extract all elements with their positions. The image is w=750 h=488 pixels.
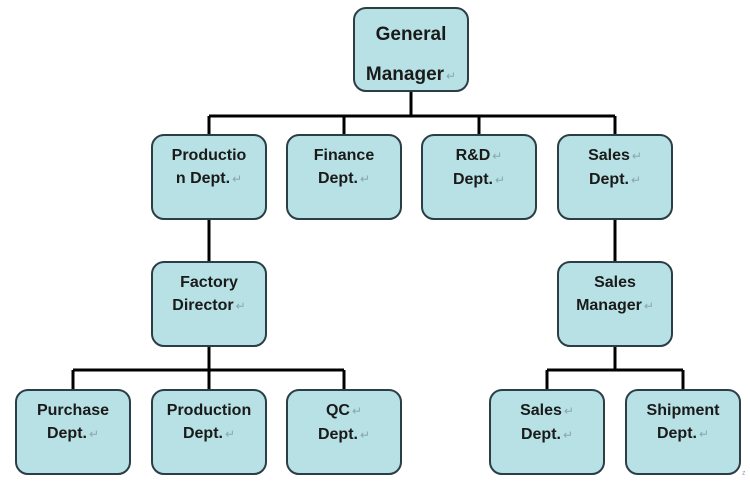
node-general-manager: General Manager↵: [353, 7, 469, 92]
line-break-mark: ↵: [224, 427, 236, 441]
node-line: Purchase: [36, 402, 110, 419]
line-break-mark: ↵: [359, 428, 371, 442]
node-line: Manager↵: [576, 297, 654, 314]
node-line: Dept.↵: [182, 425, 236, 442]
node-line: Shipment: [646, 402, 720, 419]
node-line: General: [375, 24, 447, 45]
node-sales-dept: Sales↵ Dept.↵: [557, 134, 673, 220]
node-production-dept-2: Production Dept.↵: [151, 389, 267, 475]
node-shipment-dept: Shipment Dept.↵: [625, 389, 741, 475]
line-break-mark: ↵: [494, 173, 506, 187]
node-factory-director: Factory Director↵: [151, 261, 267, 347]
line-break-mark: ↵: [492, 149, 503, 163]
node-sales-manager: Sales Manager↵: [557, 261, 673, 347]
node-line: Sales↵: [588, 147, 642, 164]
node-sales-dept-2: Sales↵ Dept.↵: [489, 389, 605, 475]
line-break-mark: ↵: [235, 299, 246, 313]
node-line: Dept.↵: [452, 171, 506, 188]
node-line: Manager↵: [365, 64, 457, 85]
node-rnd-dept: R&D↵ Dept.↵: [421, 134, 537, 220]
line-break-mark: ↵: [562, 428, 574, 442]
node-line: Dept.↵: [46, 425, 100, 442]
line-break-mark: ↵: [563, 404, 574, 418]
node-line: n Dept.↵: [175, 170, 243, 187]
node-purchase-dept: Purchase Dept.↵: [15, 389, 131, 475]
node-line: Productio: [171, 147, 247, 164]
line-break-mark: ↵: [631, 149, 642, 163]
node-production-dept: Productio n Dept.↵: [151, 134, 267, 220]
line-break-mark: ↵: [698, 427, 710, 441]
line-break-mark: ↵: [630, 173, 642, 187]
node-line: Sales↵: [520, 402, 574, 419]
node-finance-dept: Finance Dept.↵: [286, 134, 402, 220]
node-line: QC↵: [325, 402, 363, 419]
line-break-mark: ↵: [643, 299, 654, 313]
node-line: Factory: [180, 274, 238, 291]
node-line: Dept.↵: [317, 426, 371, 443]
line-break-mark: ↵: [88, 427, 100, 441]
node-line: Dept.↵: [588, 171, 642, 188]
node-line: Production: [166, 402, 252, 419]
line-break-mark: ↵: [351, 404, 363, 418]
page-mark: z: [742, 470, 746, 477]
node-line: Dept.↵: [656, 425, 710, 442]
line-break-mark: ↵: [446, 69, 457, 83]
node-line: Director↵: [172, 297, 246, 314]
node-line: Dept.↵: [317, 170, 371, 187]
node-line: Finance: [313, 147, 375, 164]
node-line: Sales: [594, 274, 636, 291]
node-qc-dept: QC↵ Dept.↵: [286, 389, 402, 475]
node-line: Dept.↵: [520, 426, 574, 443]
line-break-mark: ↵: [232, 172, 243, 186]
line-break-mark: ↵: [359, 172, 371, 186]
node-line: R&D↵: [455, 147, 503, 164]
